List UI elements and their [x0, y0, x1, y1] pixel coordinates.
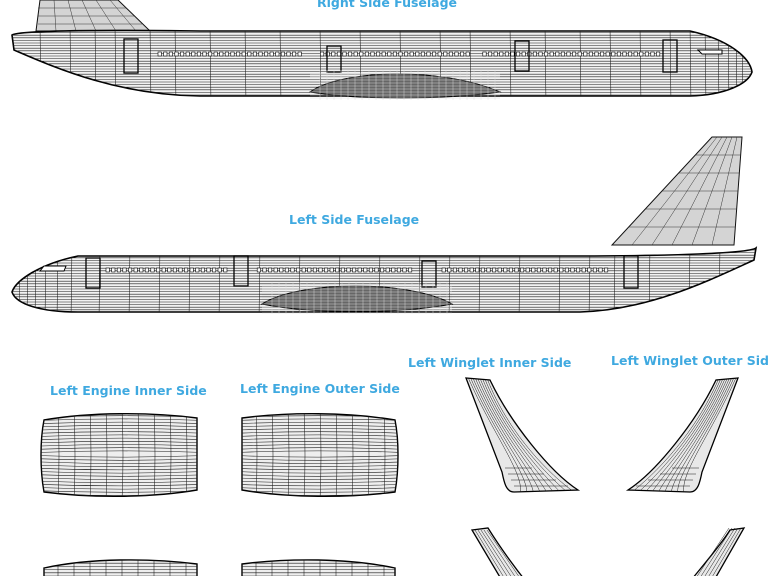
engine-wireframe: [41, 413, 197, 497]
cabin-windows: [105, 267, 609, 273]
winglet-wireframe: [468, 378, 572, 492]
left-engine-inner-side-mesh: [40, 413, 198, 497]
wing-fairing: [260, 282, 454, 314]
left-engine-inner-side-mesh-lower: [43, 559, 198, 576]
wing-fairing: [308, 70, 502, 100]
fuselage-skin: [11, 246, 758, 313]
cockpit-window: [696, 49, 723, 55]
tail-fin: [35, 0, 152, 32]
cabin-doors: [123, 38, 678, 74]
winglet-wireframe: [634, 378, 737, 492]
tail-fin: [610, 136, 743, 246]
left-winglet-inner-side-mesh: [465, 377, 581, 493]
left-winglet-inner-side-label: Left Winglet Inner Side: [408, 355, 572, 370]
left-engine-inner-side-label: Left Engine Inner Side: [50, 383, 207, 398]
left-engine-outer-side-mesh: [241, 413, 399, 497]
left-side-fuselage-mesh: [11, 136, 758, 314]
cabin-windows: [157, 51, 661, 57]
cockpit-window: [38, 265, 67, 272]
cabin-doors: [85, 255, 639, 289]
left-winglet-inner-side-mesh-lower: [470, 527, 523, 576]
left-side-fuselage-label: Left Side Fuselage: [289, 212, 420, 227]
left-winglet-outer-side-label: Left Winglet Outer Side: [611, 353, 768, 368]
left-engine-outer-side-mesh-lower: [241, 559, 396, 576]
right-side-fuselage-label: Right Side Fuselage: [317, 0, 458, 10]
left-winglet-outer-side-mesh-lower: [693, 527, 746, 576]
left-engine-outer-side-label: Left Engine Outer Side: [240, 381, 400, 396]
right-side-fuselage-mesh: [11, 0, 753, 100]
left-winglet-outer-side-mesh: [625, 377, 739, 493]
